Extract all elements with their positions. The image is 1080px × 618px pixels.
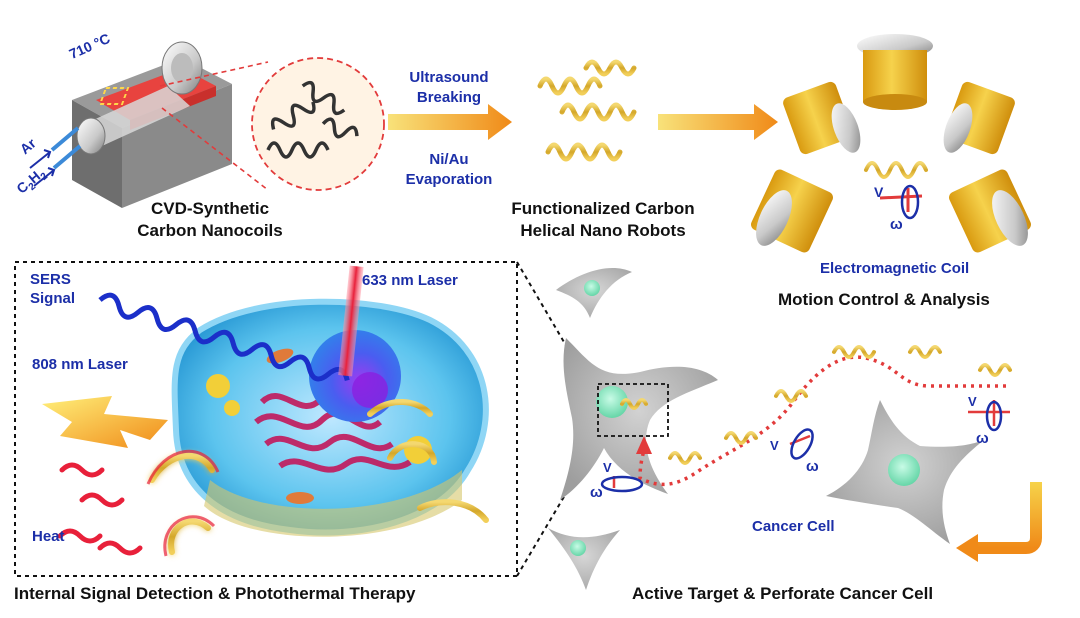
robots-caption: Functionalized Carbon Helical Nano Robot… [511,199,695,240]
laser-633-beam [338,265,364,377]
motion-symbol-right [968,400,1010,432]
zoom-box [597,383,669,437]
zoom-line-top [159,61,269,87]
laser-808-bolt [42,396,168,448]
sers-signal-label: SERS Signal [30,271,76,307]
inset-link-top [516,261,599,401]
target-v-left: V [603,460,612,475]
cvd-furnace [29,41,232,208]
path-arrowhead [636,436,652,454]
target-omega-left: ω [590,484,603,501]
target-omega-mid: ω [806,458,819,475]
target-v-mid: V [770,438,779,453]
target-omega-right: ω [976,430,989,447]
motion-control-caption: Motion Control & Analysis [778,290,990,309]
cancer-cells [548,268,984,590]
evaporation-label: Ni/Au Evaporation [405,151,493,188]
motion-symbol-mid [789,428,814,460]
arrow-step-1 [388,104,512,140]
target-v-right: V [968,394,977,409]
heat-label: Heat [32,528,65,545]
heat-waves [57,462,143,556]
coil-v-symbol: V [874,184,884,200]
gold-helix-robots [537,59,637,162]
therapy-inset-box [14,261,518,577]
motion-symbol-left [600,475,644,493]
targeting-caption: Active Target & Perforate Cancer Cell [632,584,934,603]
robot-path [638,355,1006,487]
return-arrow [978,482,1042,554]
therapy-caption: Internal Signal Detection & Photothermal… [14,584,416,603]
coil-omega-symbol: ω [890,216,903,233]
laser-808-label: 808 nm Laser [32,356,128,373]
synthesis-caption: CVD-Synthetic Carbon Nanocoils [137,199,283,240]
electromagnetic-coils [751,34,1031,253]
cell-illustration [146,298,489,557]
return-arrowhead [956,534,978,562]
inset-link-bottom [516,435,601,577]
sers-signal-wave [98,292,350,382]
laser-633-label: 633 nm Laser [362,272,458,289]
cancer-cell-label: Cancer Cell [752,518,835,535]
arrow-step-2 [658,104,778,140]
ultrasound-label: Ultrasound Breaking [409,69,489,106]
nanocoil-zoom-circle [251,57,385,191]
electromagnetic-coil-label: Electromagnetic Coil [820,260,970,277]
zoom-line-bottom [161,107,269,191]
path-robots [620,345,1012,465]
